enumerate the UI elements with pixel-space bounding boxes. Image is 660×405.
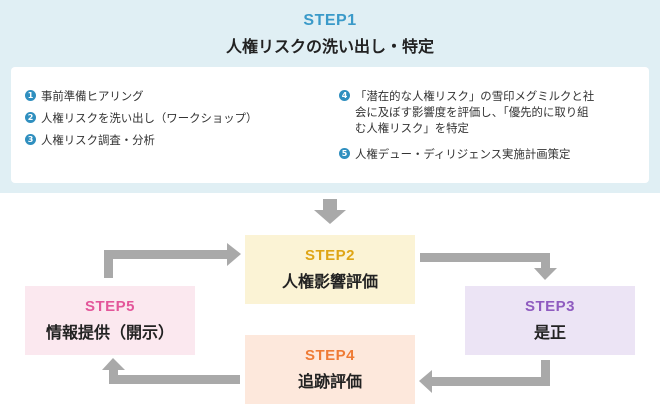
step1-panel: STEP1 人権リスクの洗い出し・特定 1 事前準備ヒアリング 2 人権リスクを… — [0, 0, 660, 193]
step1-item-1: 1 事前準備ヒアリング — [25, 88, 144, 104]
step1-item-text: 事前準備ヒアリング — [41, 89, 144, 103]
step3-box: STEP3 是正 — [465, 286, 635, 355]
number-badge-icon: 1 — [25, 90, 36, 101]
step3-title: 是正 — [533, 323, 566, 342]
arrow-step5-to-step2-icon — [104, 243, 241, 278]
step2-label: STEP2 — [304, 247, 356, 264]
arrow-step2-to-step3-icon — [420, 253, 557, 280]
step1-item-2: 2 人権リスクを洗い出し（ワークショップ） — [25, 110, 257, 126]
number-badge-icon: 5 — [339, 148, 350, 159]
step1-label: STEP1 — [303, 12, 357, 29]
step1-items-card: 1 事前準備ヒアリング 2 人権リスクを洗い出し（ワークショップ） 3 人権リス… — [11, 67, 649, 183]
arrow-down-step1-to-step2-icon — [314, 199, 346, 224]
step5-label: STEP5 — [84, 298, 136, 315]
step1-item-text: 人権デュー・ディリジェンス実施計画策定 — [355, 147, 571, 161]
step1-item-4: 4 「潜在的な人権リスク」の雪印メグミルクと社 会に及ぼす影響度を評価し、「優先… — [339, 88, 594, 136]
step1-item-3: 3 人権リスク調査・分析 — [25, 132, 155, 148]
step1-item-text: 人権リスク調査・分析 — [41, 133, 155, 147]
step5-title: 情報提供（開示） — [45, 323, 174, 342]
step4-box: STEP4 追跡評価 — [245, 335, 415, 404]
step2-box: STEP2 人権影響評価 — [245, 235, 415, 304]
number-badge-icon: 2 — [25, 112, 36, 123]
number-badge-icon: 3 — [25, 134, 36, 145]
step4-label: STEP4 — [304, 347, 356, 364]
step1-title: 人権リスクの洗い出し・特定 — [225, 37, 434, 56]
step1-item-text: 「潜在的な人権リスク」の雪印メグミルクと社 会に及ぼす影響度を評価し、「優先的に… — [355, 89, 595, 135]
arrow-step4-to-step5-icon — [102, 358, 240, 384]
step3-label: STEP3 — [524, 298, 576, 315]
step5-box: STEP5 情報提供（開示） — [25, 286, 195, 355]
step1-item-text: 人権リスクを洗い出し（ワークショップ） — [41, 111, 258, 125]
arrow-step3-to-step4-icon — [419, 360, 550, 393]
step1-item-5: 5 人権デュー・ディリジェンス実施計画策定 — [339, 146, 570, 162]
step4-title: 追跡評価 — [297, 372, 362, 391]
number-badge-icon: 4 — [339, 90, 350, 101]
step2-title: 人権影響評価 — [281, 272, 378, 291]
